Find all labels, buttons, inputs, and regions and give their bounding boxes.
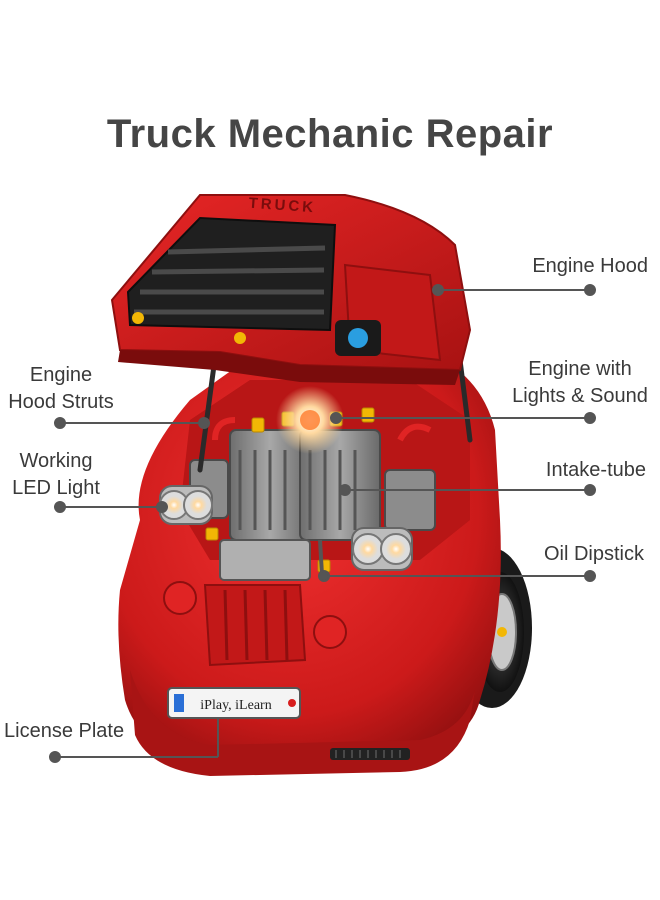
led-light-right [351,527,413,571]
page-title: Truck Mechanic Repair [106,112,554,156]
callout-struts-line1: Engine [29,364,93,386]
callout-license-label: License Plate [4,720,125,742]
callout-led-line2: LED Light [12,477,100,499]
engine-bay [180,380,470,581]
callout-intake-tube: Intake-tube [546,457,646,484]
callout-intake-label: Intake-tube [545,459,646,481]
callout-license-plate: License Plate [4,718,124,745]
callout-engine-hood: Engine Hood [532,253,648,280]
callout-lines [49,284,596,763]
callout-engine-hood-struts: Engine Hood Struts [2,362,120,416]
hood-lettering: TRUCK [248,195,317,217]
callout-engine-line1: Engine with [528,358,632,380]
engine-hood: TRUCK [110,194,472,385]
callout-working-led: Working LED Light [6,448,106,502]
led-light-left [159,485,213,525]
callout-oil-dipstick: Oil Dipstick [544,541,644,568]
callout-engine-hood-label: Engine Hood [532,255,648,277]
bumper-grille-lines [335,750,401,758]
hood-struts [197,355,473,473]
callout-dipstick-label: Oil Dipstick [543,543,644,565]
license-plate-text: iPlay, iLearn [200,698,271,713]
license-plate: iPlay, iLearn [167,687,301,719]
callout-struts-line2: Hood Struts [8,391,114,413]
callout-led-line1: Working [19,450,93,472]
callout-engine-line2: Lights & Sound [512,385,648,407]
callout-engine-lights-sound: Engine with Lights & Sound [502,356,658,410]
